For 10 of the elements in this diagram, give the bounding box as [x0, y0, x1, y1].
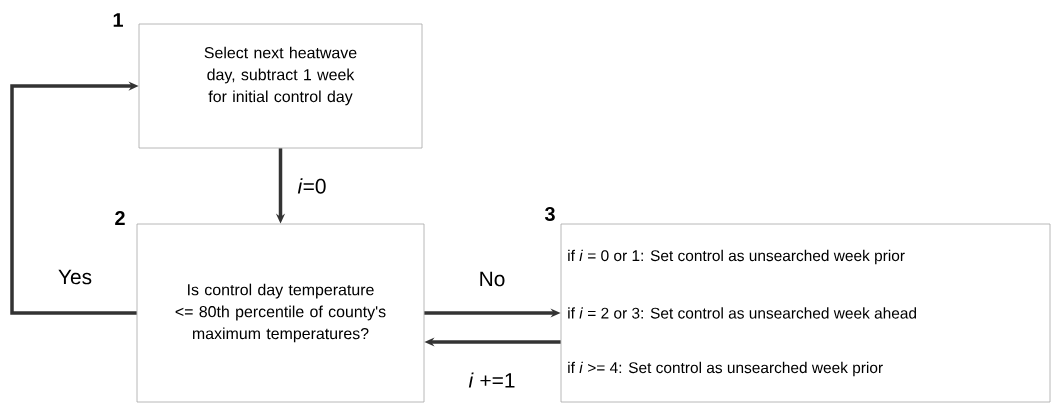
edge-label: i +=1: [467, 371, 517, 389]
process-box: Is control day temperature <= 80th percentile of county's maximum temperatures?: [136, 223, 425, 403]
process-box: Select next heatwave day, subtract 1 week for initial control day: [138, 23, 423, 149]
edge-label: i=0: [296, 177, 328, 195]
step-number: 2: [115, 211, 125, 225]
edge-label: No: [477, 270, 507, 288]
step-number: 1: [113, 13, 123, 27]
step-number: 3: [544, 206, 555, 222]
process-box: if i = 0 or 1: Set control as unsearched week prior if i = 2 or 3: Set control as unsearched week ahead if i >= 4: Set control as unsearched week prior: [560, 223, 1051, 403]
edge-label: Yes: [56, 268, 94, 286]
